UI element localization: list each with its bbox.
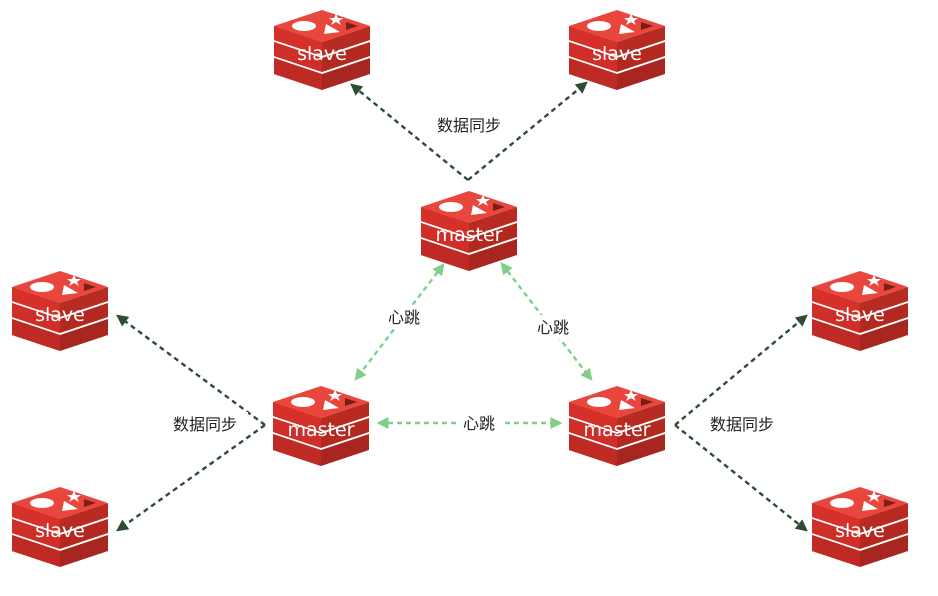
node-label: slave [35, 304, 85, 326]
node-label: slave [592, 43, 642, 65]
slave-node-left-lower: slave [12, 487, 108, 567]
edge-label-heartbeat-top-left: 心跳 [388, 308, 420, 327]
heartbeat-edges [354, 262, 593, 429]
edge-label-heartbeat-bottom: 心跳 [463, 414, 495, 433]
node-label: slave [835, 520, 885, 542]
edge-label-sync-top: 数据同步 [437, 116, 501, 135]
edge-sync-top-to-slave-tl [350, 83, 469, 181]
edge-sync-left-to-slave-lower [116, 424, 266, 532]
edge-label-sync-left: 数据同步 [173, 415, 237, 434]
node-label: master [435, 224, 502, 246]
edge-label-heartbeat-top-right: 心跳 [537, 318, 569, 337]
slave-node-top-left: slave [274, 10, 370, 90]
node-label: master [287, 419, 354, 441]
node-label: slave [35, 520, 85, 542]
node-label: slave [297, 43, 347, 65]
slave-node-top-right: slave [569, 10, 665, 90]
slave-node-left-upper: slave [12, 271, 108, 351]
master-node-left: master [273, 386, 369, 466]
master-node-top: master [421, 191, 517, 271]
slave-node-right-lower: slave [812, 487, 908, 567]
edge-sync-right-to-slave-upper [674, 314, 808, 426]
edge-labels: 数据同步 数据同步 数据同步 心跳 心跳 心跳 [162, 113, 785, 436]
node-label: master [583, 419, 650, 441]
edge-sync-left-to-slave-upper [116, 314, 266, 426]
master-node-right: master [569, 386, 665, 466]
edge-sync-right-to-slave-lower [674, 424, 808, 532]
node-label: slave [835, 304, 885, 326]
sync-edges [116, 81, 808, 532]
edge-label-sync-right: 数据同步 [710, 415, 774, 434]
edge-sync-top-to-slave-tr [467, 81, 588, 181]
slave-node-right-upper: slave [812, 271, 908, 351]
edge-heartbeat-top-left [354, 263, 445, 381]
nodes: slave slave master slave slave master ma… [12, 10, 908, 567]
